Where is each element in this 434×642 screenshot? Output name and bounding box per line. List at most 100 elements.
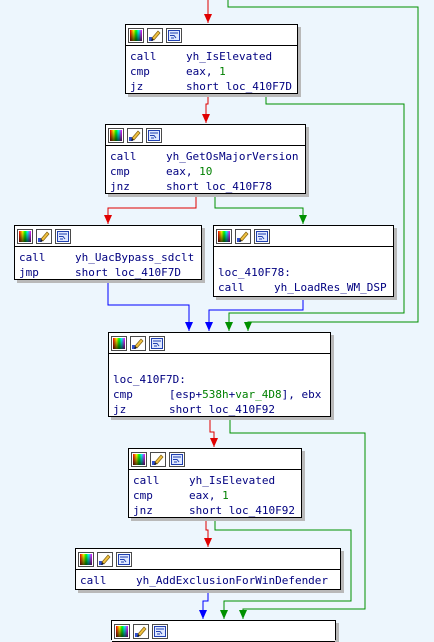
edit-color-icon[interactable] xyxy=(235,228,251,244)
color-palette-icon[interactable] xyxy=(78,551,94,567)
blank-line xyxy=(113,357,327,372)
operand[interactable]: eax, xyxy=(186,65,220,78)
operand[interactable]: short loc_410F7D xyxy=(186,80,292,93)
operand[interactable]: eax, xyxy=(166,165,200,178)
edge-n6-true-tail-arrowhead xyxy=(220,610,228,619)
operand-constant: var_4D8 xyxy=(235,388,282,401)
edge-n1-true-tail-arrowhead xyxy=(225,322,233,331)
mnemonic: call xyxy=(130,50,157,63)
edit-color-icon[interactable] xyxy=(97,551,113,567)
edge-n1-false xyxy=(205,94,209,123)
node-header xyxy=(109,333,330,354)
instruction-line: jz short loc_410F92 xyxy=(113,402,327,417)
operand[interactable]: ], ebx xyxy=(281,388,322,401)
edit-color-icon[interactable] xyxy=(133,623,149,639)
edge-n2-true-arrowhead xyxy=(299,215,307,224)
edge-n2-true xyxy=(214,194,304,224)
color-palette-icon[interactable] xyxy=(17,228,33,244)
node-header xyxy=(112,621,335,642)
color-palette-icon[interactable] xyxy=(128,27,144,43)
edit-color-icon[interactable] xyxy=(130,335,146,351)
code-label: loc_410F78: xyxy=(218,266,291,279)
edit-color-icon[interactable] xyxy=(127,127,143,143)
color-palette-icon[interactable] xyxy=(111,335,127,351)
mnemonic: cmp xyxy=(113,388,133,401)
graph-overview-icon[interactable] xyxy=(149,335,165,351)
operand[interactable]: yh_GetOsMajorVersion xyxy=(166,150,299,163)
graph-overview-icon[interactable] xyxy=(152,623,168,639)
edge-n2-false xyxy=(107,194,197,224)
mnemonic: jz xyxy=(113,403,127,416)
operand[interactable]: short loc_410F78 xyxy=(166,180,272,193)
mnemonic: jnz xyxy=(110,180,130,193)
mnemonic: jnz xyxy=(133,504,153,517)
node-header xyxy=(15,226,201,247)
operand[interactable]: eax, xyxy=(189,489,223,502)
edit-color-icon[interactable] xyxy=(36,228,52,244)
operand[interactable]: yh_UacBypass_sdclt xyxy=(75,251,195,264)
mnemonic: call xyxy=(110,150,137,163)
node-body: loc_410F78:call yh_LoadRes_WM_DSP xyxy=(214,247,393,298)
edge-n4-fall-tail-arrowhead xyxy=(205,322,213,331)
instruction-line: call yh_LoadRes_WM_DSP xyxy=(218,280,390,295)
node-header xyxy=(129,449,301,470)
mnemonic: call xyxy=(218,281,245,294)
graph-overview-icon[interactable] xyxy=(146,127,162,143)
operand[interactable]: short loc_410F7D xyxy=(75,266,181,279)
operand[interactable]: yh_LoadRes_WM_DSP xyxy=(274,281,387,294)
edge-n7-fall-tail-arrowhead xyxy=(199,610,207,619)
operand[interactable]: + xyxy=(228,388,236,401)
mnemonic: jz xyxy=(130,80,144,93)
instruction-line: call yh_GetOsMajorVersion xyxy=(110,149,302,164)
edit-color-icon[interactable] xyxy=(150,451,166,467)
node-next-block[interactable] xyxy=(111,620,336,642)
graph-overview-icon[interactable] xyxy=(55,228,71,244)
mnemonic: jmp xyxy=(19,266,39,279)
color-palette-icon[interactable] xyxy=(131,451,147,467)
edge-into-is-elevated-1-arrowhead xyxy=(204,14,212,23)
graph-overview-icon[interactable] xyxy=(116,551,132,567)
edge-n5-false-arrowhead xyxy=(210,438,218,447)
mnemonic: call xyxy=(19,251,46,264)
color-palette-icon[interactable] xyxy=(114,623,130,639)
node-loc-410f78[interactable]: loc_410F78:call yh_LoadRes_WM_DSP xyxy=(213,225,394,297)
edge-n1-false-arrowhead xyxy=(202,114,210,123)
node-header xyxy=(214,226,393,247)
operand-constant: 10 xyxy=(199,165,213,178)
color-palette-icon[interactable] xyxy=(108,127,124,143)
color-palette-icon[interactable] xyxy=(216,228,232,244)
operand-constant: 1 xyxy=(222,489,229,502)
operand[interactable]: short loc_410F92 xyxy=(189,504,295,517)
graph-overview-icon[interactable] xyxy=(166,27,182,43)
graph-overview-icon[interactable] xyxy=(254,228,270,244)
instruction-line: cmp[esp+538h+var_4D8], ebx xyxy=(113,387,327,402)
edit-color-icon[interactable] xyxy=(147,27,163,43)
graph-overview-icon[interactable] xyxy=(169,451,185,467)
instruction-line: call yh_UacBypass_sdclt xyxy=(19,250,198,265)
instruction-line: call yh_IsElevated xyxy=(130,49,294,64)
operand[interactable]: [esp+ xyxy=(169,388,203,401)
operand[interactable]: yh_IsElevated xyxy=(189,474,276,487)
code-label: loc_410F7D: xyxy=(113,373,186,386)
blank-line xyxy=(218,250,390,265)
edge-n3-jmp xyxy=(107,280,190,331)
operand[interactable]: yh_AddExclusionForWinDefender xyxy=(136,574,329,587)
node-header xyxy=(76,549,340,570)
operand[interactable]: short loc_410F92 xyxy=(169,403,275,416)
instruction-line: jnz short loc_410F92 xyxy=(133,503,298,518)
operand[interactable]: yh_IsElevated xyxy=(186,50,273,63)
